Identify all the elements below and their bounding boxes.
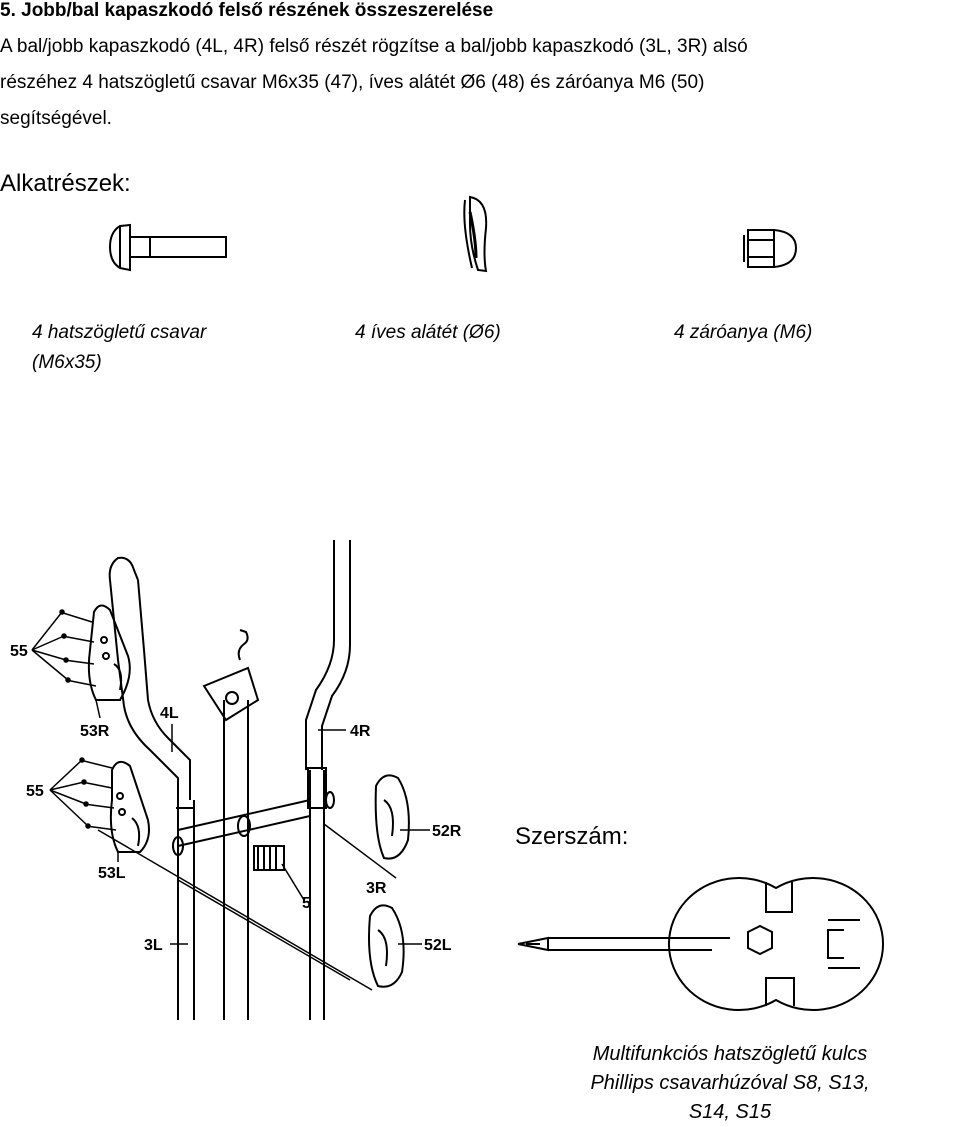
part-caption-nut: 4 záróanya (M6): [674, 318, 812, 348]
tool-caption-line: S14, S15: [688, 1101, 772, 1123]
instruction-line: segítségével.: [0, 108, 112, 129]
part-caption-washer: 4 íves alátét (Ø6): [355, 318, 501, 348]
label-4L: 4L: [160, 705, 179, 722]
label-52L: 52L: [424, 937, 452, 954]
instruction-paragraph: A bal/jobb kapaszkodó (4L, 4R) felső rés…: [0, 29, 960, 137]
curved-washer-icon: [463, 195, 488, 273]
tool-caption: Multifunkciós hatszögletű kulcs Phillips…: [540, 1040, 920, 1127]
label-53R: 53R: [80, 723, 110, 740]
tool-caption-line: Phillips csavarhúzóval S8, S13,: [590, 1072, 870, 1094]
instruction-line: részéhez 4 hatszögletű csavar M6x35 (47)…: [0, 72, 705, 93]
part-caption-line: 4 hatszögletű csavar: [32, 322, 207, 343]
label-53L: 53L: [98, 865, 126, 882]
section-title: 5. Jobb/bal kapaszkodó felső részének ös…: [0, 0, 494, 21]
label-5: 5: [302, 895, 311, 912]
hex-bolt-icon: [108, 223, 227, 272]
parts-heading: Alkatrészek:: [0, 170, 131, 197]
cap-nut-icon: [743, 229, 798, 268]
part-caption-bolt: 4 hatszögletű csavar (M6x35): [32, 318, 206, 378]
label-4R: 4R: [350, 723, 371, 740]
multi-hex-wrench-icon: [517, 877, 884, 1011]
tool-caption-line: Multifunkciós hatszögletű kulcs: [592, 1043, 868, 1065]
part-caption-line: (M6x35): [32, 352, 102, 373]
assembly-diagram: [31, 540, 430, 1020]
instruction-line: A bal/jobb kapaszkodó (4L, 4R) felső rés…: [0, 36, 748, 57]
label-3L: 3L: [144, 937, 163, 954]
part-caption-line: 4 íves alátét (Ø6): [355, 322, 501, 343]
label-55-lower: 55: [26, 783, 44, 800]
part-caption-line: 4 záróanya (M6): [674, 322, 813, 343]
label-55-upper: 55: [10, 643, 28, 660]
label-3R: 3R: [366, 880, 387, 897]
label-52R: 52R: [432, 823, 462, 840]
tool-heading: Szerszám:: [515, 823, 629, 850]
